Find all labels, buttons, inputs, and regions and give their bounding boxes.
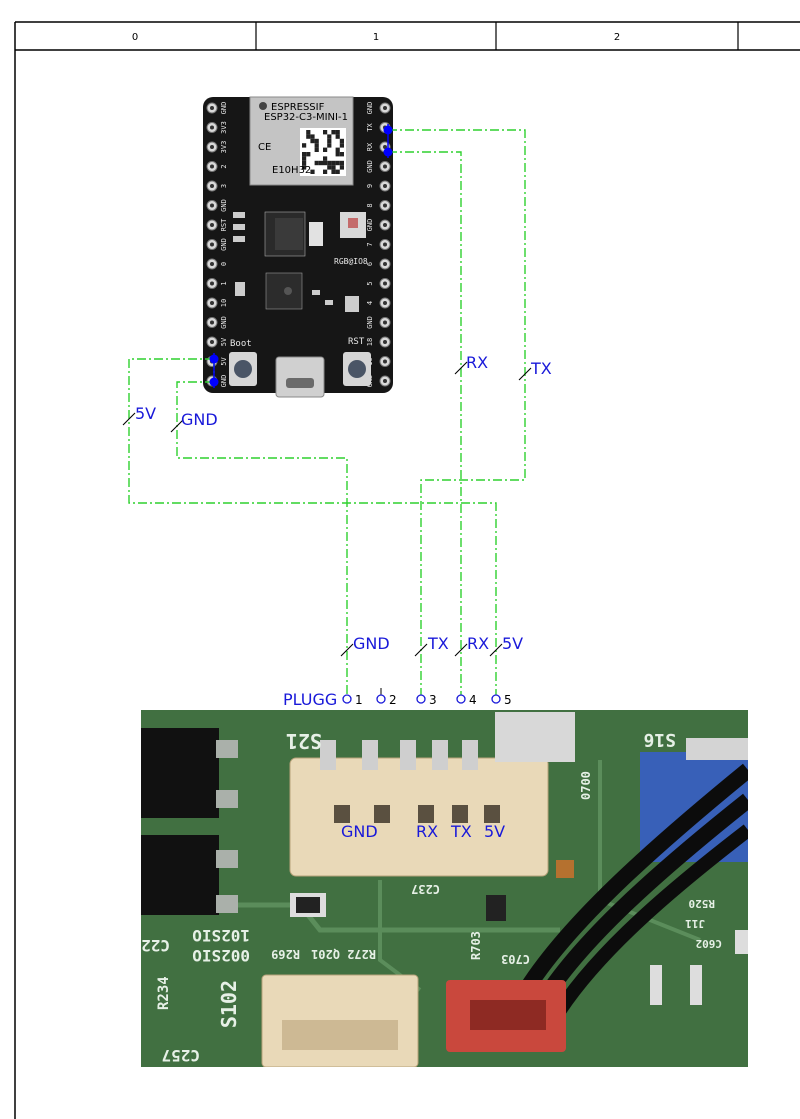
rst-label: RST bbox=[348, 337, 365, 347]
left-pin-label: 0 bbox=[220, 262, 228, 266]
pcb-silk-c237: C237 bbox=[411, 882, 440, 896]
pcb-silk-r272: R272 bbox=[347, 947, 376, 961]
pcb-silk-r234: R234 bbox=[156, 976, 172, 1010]
right-pin-label: GND bbox=[366, 316, 374, 329]
boot-label: Boot bbox=[230, 339, 252, 349]
wire-5v bbox=[128, 358, 497, 695]
left-pin-label: GND bbox=[220, 102, 228, 115]
pcb-silk-j11: J11 bbox=[685, 917, 705, 930]
pcb-silk-c257: C257 bbox=[161, 1046, 200, 1065]
pcb-silk-r703: R703 bbox=[469, 931, 483, 960]
left-pin-label: GND bbox=[220, 238, 228, 251]
pcb-silk-c703: C703 bbox=[501, 952, 530, 966]
wire-rx bbox=[388, 151, 462, 695]
pcb-silk-002sio: 002SIO bbox=[192, 946, 250, 965]
svg-text:4: 4 bbox=[469, 693, 477, 707]
right-pin-label: 9 bbox=[366, 184, 374, 188]
pcb-silk-s102: S102 bbox=[217, 980, 241, 1028]
pcb-silk-c602: C602 bbox=[696, 937, 723, 950]
net-label-tx-lower: TX bbox=[427, 634, 449, 653]
pcb-label-gnd: GND bbox=[341, 822, 378, 841]
left-pin-label: 10 bbox=[220, 299, 228, 307]
pcb-label-tx: TX bbox=[450, 822, 472, 841]
pcb-silk-r520: R520 bbox=[689, 897, 716, 910]
pcb-label-rx: RX bbox=[416, 822, 438, 841]
esp32-module: ESPRESSIF ESP32-C3-MINI-1 CE E10H32 bbox=[249, 96, 354, 186]
left-pin-label: 3 bbox=[220, 184, 228, 188]
net-label-5v-lower: 5V bbox=[502, 634, 523, 653]
module-model: ESP32-C3-MINI-1 bbox=[264, 112, 348, 123]
right-pin-label: 7 bbox=[366, 242, 374, 246]
plug-name: PLUGG bbox=[283, 690, 337, 709]
pcb-label-5v: 5V bbox=[484, 822, 505, 841]
pcb-silk-q201: Q201 bbox=[311, 947, 340, 961]
net-label-rx-upper: RX bbox=[466, 353, 488, 372]
left-pin-label: GND bbox=[220, 199, 228, 212]
left-pin-label: GND bbox=[220, 375, 228, 388]
net-labels: 5V GND RX TX GND TX RX 5V bbox=[122, 353, 552, 657]
right-pin-label: 18 bbox=[366, 338, 374, 346]
net-label-rx-lower: RX bbox=[467, 634, 489, 653]
right-pin-label: 6 bbox=[366, 262, 374, 266]
pcb-silk-102sio: 102SIO bbox=[192, 926, 250, 945]
plug-connector: PLUGG 1 2 3 4 5 bbox=[283, 688, 512, 709]
rgb-label: RGB@IO8 bbox=[334, 257, 368, 266]
net-label-gnd-upper: GND bbox=[181, 410, 218, 429]
net-label-gnd-lower: GND bbox=[353, 634, 390, 653]
pcb-silk-c22: C22 bbox=[141, 936, 170, 955]
right-pin-label: GND bbox=[366, 102, 374, 115]
plug-pin-3: 3 bbox=[416, 693, 437, 707]
left-pin-label: 1 bbox=[220, 281, 228, 285]
left-pin-label: 2 bbox=[220, 164, 228, 168]
net-label-tx-upper: TX bbox=[530, 359, 552, 378]
column-label-0: 0 bbox=[132, 32, 138, 43]
left-pin-label: GND bbox=[220, 316, 228, 329]
plug-pin-1: 1 bbox=[342, 693, 363, 707]
column-label-2: 2 bbox=[614, 32, 620, 43]
pcb-silk-r269: R269 bbox=[271, 947, 300, 961]
left-pin-label: 5V bbox=[220, 357, 228, 366]
svg-text:2: 2 bbox=[389, 693, 397, 707]
pcb-photo: GND RX TX 5V S21 S16 S102 0700 102SIO 00… bbox=[141, 710, 748, 1067]
right-pin-label: GND bbox=[366, 219, 374, 232]
column-label-1: 1 bbox=[373, 32, 379, 43]
qr-code bbox=[302, 130, 344, 174]
left-pin-label: 5V bbox=[220, 337, 228, 346]
pcb-silk-0700: 0700 bbox=[579, 771, 593, 800]
pcb-silk-s16: S16 bbox=[643, 729, 676, 750]
right-pin-label: 8 bbox=[366, 203, 374, 207]
svg-text:5: 5 bbox=[504, 693, 512, 707]
module-id: E10H32 bbox=[272, 165, 311, 176]
plug-pin-4: 4 bbox=[456, 693, 477, 707]
left-pin-label: RST bbox=[220, 218, 228, 231]
right-pin-label: 5 bbox=[366, 281, 374, 285]
right-pin-label: TX bbox=[366, 123, 374, 132]
right-pin-label: 4 bbox=[366, 301, 374, 305]
wire-tx bbox=[388, 129, 526, 695]
plug-pin-5: 5 bbox=[491, 693, 512, 707]
pcb-silk-s21: S21 bbox=[286, 729, 322, 753]
svg-text:1: 1 bbox=[355, 693, 363, 707]
wire-gnd bbox=[176, 381, 348, 695]
ce-mark: CE bbox=[258, 142, 271, 153]
junctions bbox=[209, 124, 393, 388]
net-label-5v-upper: 5V bbox=[135, 404, 156, 423]
plug-pin-2: 2 bbox=[376, 688, 397, 707]
svg-text:3: 3 bbox=[429, 693, 437, 707]
left-pin-label: 3V3 bbox=[220, 121, 228, 134]
module-brand: ESPRESSIF bbox=[271, 102, 325, 113]
right-pin-label: RX bbox=[366, 142, 374, 151]
left-pin-label: 3V3 bbox=[220, 141, 228, 154]
right-pin-label: GND bbox=[366, 160, 374, 173]
